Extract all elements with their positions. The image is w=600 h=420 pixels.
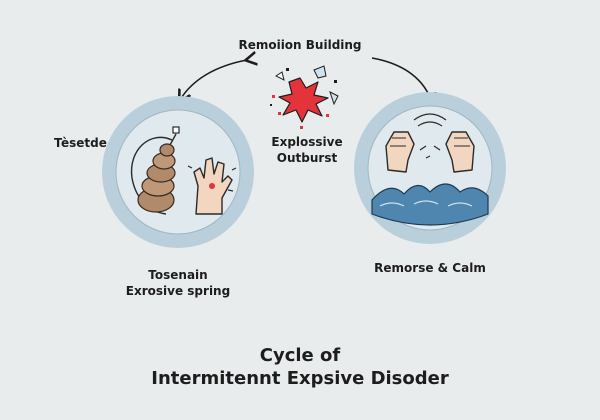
label-outburst-line1: Explossive	[271, 135, 343, 149]
clenched-hand-icon	[187, 157, 237, 215]
raised-fists-icon	[385, 113, 475, 173]
label-building: Remoiion Building	[238, 38, 362, 52]
tension-circle	[102, 96, 254, 248]
label-remorse: Remorse & Calm	[374, 261, 486, 275]
title-line1: Cycle of	[259, 345, 341, 366]
label-outburst-line2: Outburst	[276, 151, 338, 165]
waves-icon	[371, 183, 489, 226]
label-tension-side: Tèsetde	[54, 136, 107, 150]
label-tension-line1: Tosenain	[148, 268, 208, 282]
cycle-arrow-left-icon	[180, 60, 247, 100]
remorse-circle	[354, 92, 506, 244]
explosion-icon	[270, 65, 339, 129]
label-tension-line2: Exrosive spring	[125, 284, 231, 298]
diagram-title: Cycle of Intermitennt Expsive Disoder	[0, 344, 600, 390]
title-line2: Intermitennt Expsive Disoder	[151, 368, 449, 389]
spring-icon	[130, 126, 180, 215]
